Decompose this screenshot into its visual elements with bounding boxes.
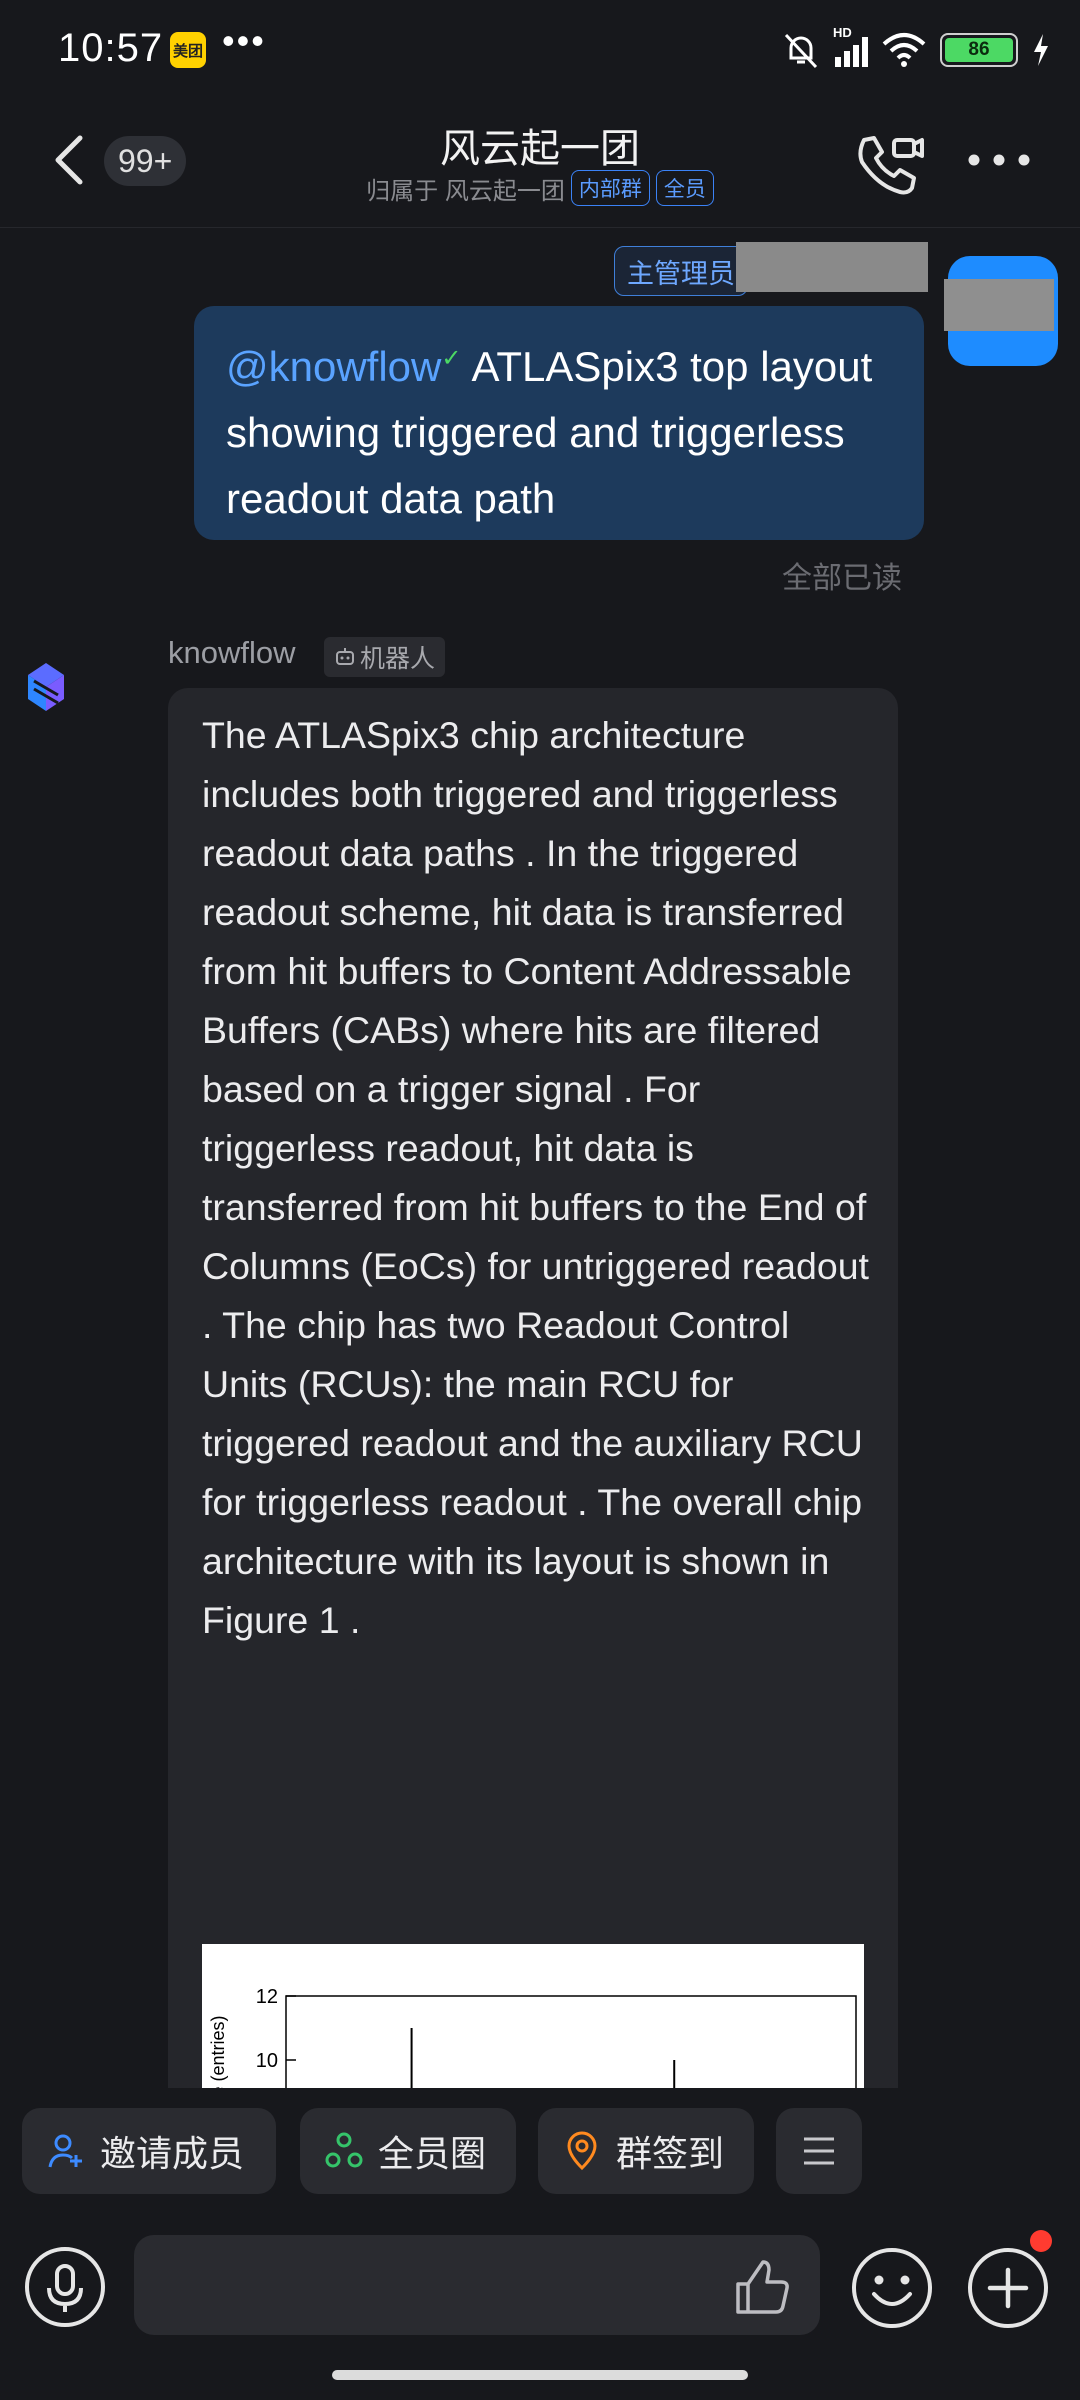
bot-message-text: The ATLASpix3 chip architecture includes… xyxy=(202,714,869,1641)
unread-count-badge[interactable]: 99+ xyxy=(104,136,187,186)
location-pin-icon xyxy=(567,2131,597,2171)
group-checkin-button[interactable]: 群签到 xyxy=(538,2108,754,2194)
plus-more-icon[interactable] xyxy=(966,2246,1050,2330)
bot-tag: 机器人 xyxy=(324,637,446,677)
battery-level: 86 xyxy=(945,38,1013,62)
group-title[interactable]: 风云起一团 xyxy=(440,127,640,171)
read-status[interactable]: 全部已读 xyxy=(782,562,902,595)
y-axis-label: FIFO Fill State (entries) xyxy=(208,2015,228,2088)
redacted-avatar xyxy=(944,279,1054,331)
y-tick-label: 12 xyxy=(256,1986,278,2008)
signal-icon: HD xyxy=(833,25,868,67)
verified-check-icon: ✓ xyxy=(441,345,462,372)
all-members-circle-button[interactable]: 全员圈 xyxy=(300,2108,516,2194)
more-notifications-icon: ••• xyxy=(222,20,266,61)
invite-members-label: 邀请成员 xyxy=(100,2133,245,2174)
network-type: HD xyxy=(833,25,852,40)
group-subtitle: 归属于 风云起一团 内部群 全员 xyxy=(0,170,1080,206)
charging-icon xyxy=(1034,34,1048,66)
emoji-icon[interactable] xyxy=(850,2246,934,2330)
wifi-icon xyxy=(882,33,926,67)
status-bar: 10:57 美团 ••• HD 86 xyxy=(0,0,1080,100)
message-list[interactable]: 主管理员 @knowflow✓ATLASpix3 top layout show… xyxy=(0,229,1080,2089)
circle-share-icon xyxy=(325,2132,363,2168)
more-actions-button[interactable] xyxy=(776,2108,862,2194)
add-user-icon xyxy=(48,2134,82,2168)
my-message-text: ATLASpix3 top layout showing triggered a… xyxy=(226,343,873,522)
message-input[interactable] xyxy=(134,2235,820,2335)
admin-role-badge: 主管理员 xyxy=(614,246,748,296)
status-time: 10:57 xyxy=(58,26,164,70)
more-menu-icon[interactable] xyxy=(964,140,1034,180)
invite-members-button[interactable]: 邀请成员 xyxy=(22,2108,276,2194)
bell-muted-icon xyxy=(784,33,818,69)
mention-link[interactable]: @knowflow xyxy=(226,343,442,390)
group-belongs-to: 归属于 风云起一团 xyxy=(366,177,565,205)
bot-name: knowflow xyxy=(168,635,296,670)
chart-frame xyxy=(285,1995,857,2088)
voice-input-icon[interactable] xyxy=(24,2246,106,2328)
thumbs-up-icon[interactable] xyxy=(730,2256,792,2318)
bot-message-bubble[interactable]: The ATLASpix3 chip architecture includes… xyxy=(168,688,898,2088)
fifo-chart: 12108642FIFO Fill State (entries) xyxy=(208,1986,857,2088)
quick-actions-bar: 邀请成员 全员圈 群签到 xyxy=(0,2108,1080,2194)
all-members-circle-label: 全员圈 xyxy=(378,2133,487,2174)
new-feature-dot xyxy=(1030,2230,1052,2252)
home-indicator[interactable] xyxy=(332,2370,748,2380)
tag-all-members: 全员 xyxy=(655,170,714,206)
back-arrow-icon[interactable] xyxy=(44,128,94,192)
redacted-sender-name xyxy=(736,242,928,292)
y-tick-label: 10 xyxy=(256,2050,278,2072)
tag-internal-group: 内部群 xyxy=(570,170,650,206)
robot-icon xyxy=(336,648,354,665)
hamburger-icon xyxy=(804,2137,834,2165)
group-checkin-label: 群签到 xyxy=(616,2133,725,2174)
battery-icon: 86 xyxy=(940,33,1018,67)
status-indicators: HD 86 xyxy=(781,25,1050,72)
figure-image[interactable]: 12108642FIFO Fill State (entries) xyxy=(202,1944,864,2088)
input-bar xyxy=(0,2220,1080,2350)
chat-header: 99+ 风云起一团 归属于 风云起一团 内部群 全员 xyxy=(0,100,1080,228)
bot-tag-label: 机器人 xyxy=(360,645,436,673)
my-message-bubble[interactable]: @knowflow✓ATLASpix3 top layout showing t… xyxy=(194,306,924,540)
meituan-notification-icon: 美团 xyxy=(170,32,206,68)
video-call-icon[interactable] xyxy=(852,130,924,196)
bot-avatar[interactable] xyxy=(18,659,74,715)
